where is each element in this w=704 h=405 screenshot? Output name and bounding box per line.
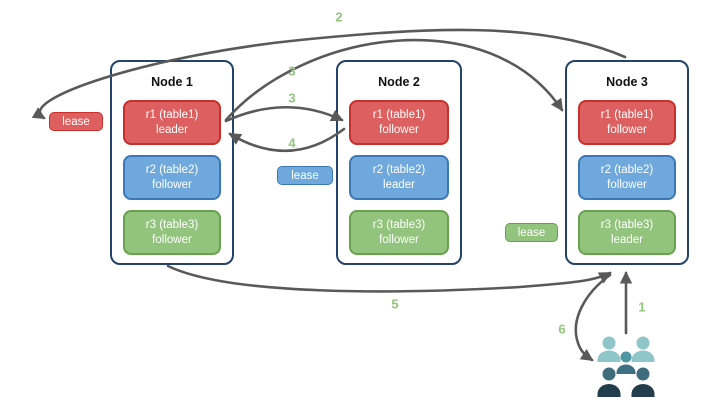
node-2: Node 2 r1 (table1) follower r2 (table2) …: [336, 60, 462, 265]
step-label-4: 4: [288, 135, 296, 151]
replica-name: r3 (table3): [372, 218, 426, 231]
lease-badge-r2: lease: [277, 166, 333, 185]
replica-name: r2 (table2): [600, 163, 654, 176]
step-label-3-short: 3: [288, 90, 296, 106]
replica-role: follower: [607, 123, 647, 136]
step-label-6: 6: [558, 321, 566, 337]
node-2-replica-r3: r3 (table3) follower: [349, 210, 449, 255]
replica-name: r2 (table2): [145, 163, 199, 176]
node-1-replica-r3: r3 (table3) follower: [123, 210, 221, 255]
replica-name: r3 (table3): [145, 218, 199, 231]
node-2-replica-r1: r1 (table1) follower: [349, 100, 449, 145]
lease-badge-r1: lease: [49, 112, 103, 131]
replica-role: follower: [379, 233, 419, 246]
node-3: Node 3 r1 (table1) follower r2 (table2) …: [565, 60, 689, 265]
step-label-3-long: 3: [288, 63, 296, 79]
node-3-title: Node 3: [606, 75, 648, 89]
replica-name: r2 (table2): [372, 163, 426, 176]
node-1-title: Node 1: [151, 75, 193, 89]
replica-role: leader: [611, 233, 643, 246]
step-label-1: 1: [638, 299, 646, 315]
replica-name: r1 (table1): [145, 108, 199, 121]
node-1: Node 1 r1 (table1) leader r2 (table2) fo…: [110, 60, 234, 265]
replica-role: follower: [607, 178, 647, 191]
step-label-5: 5: [391, 296, 399, 312]
replica-role: follower: [152, 178, 192, 191]
node-2-title: Node 2: [378, 75, 420, 89]
node-3-replica-r1: r1 (table1) follower: [578, 100, 676, 145]
node-3-replica-r3: r3 (table3) leader: [578, 210, 676, 255]
lease-badge-r3: lease: [505, 223, 558, 242]
replica-role: leader: [383, 178, 415, 191]
arrow-step-6: [574, 273, 612, 362]
replica-name: r1 (table1): [600, 108, 654, 121]
node-3-replica-r2: r2 (table2) follower: [578, 155, 676, 200]
arrow-step-3-short: [224, 105, 344, 123]
node-2-replica-r2: r2 (table2) leader: [349, 155, 449, 200]
replica-role: leader: [156, 123, 188, 136]
node-1-replica-r2: r2 (table2) follower: [123, 155, 221, 200]
replica-name: r3 (table3): [600, 218, 654, 231]
users-icon: [597, 336, 655, 397]
replica-role: follower: [379, 123, 419, 136]
step-label-2: 2: [335, 9, 343, 25]
node-1-replica-r1: r1 (table1) leader: [123, 100, 221, 145]
replica-role: follower: [152, 233, 192, 246]
replica-name: r1 (table1): [372, 108, 426, 121]
arrow-step-4: [228, 127, 346, 153]
arrow-step-5: [166, 264, 612, 293]
